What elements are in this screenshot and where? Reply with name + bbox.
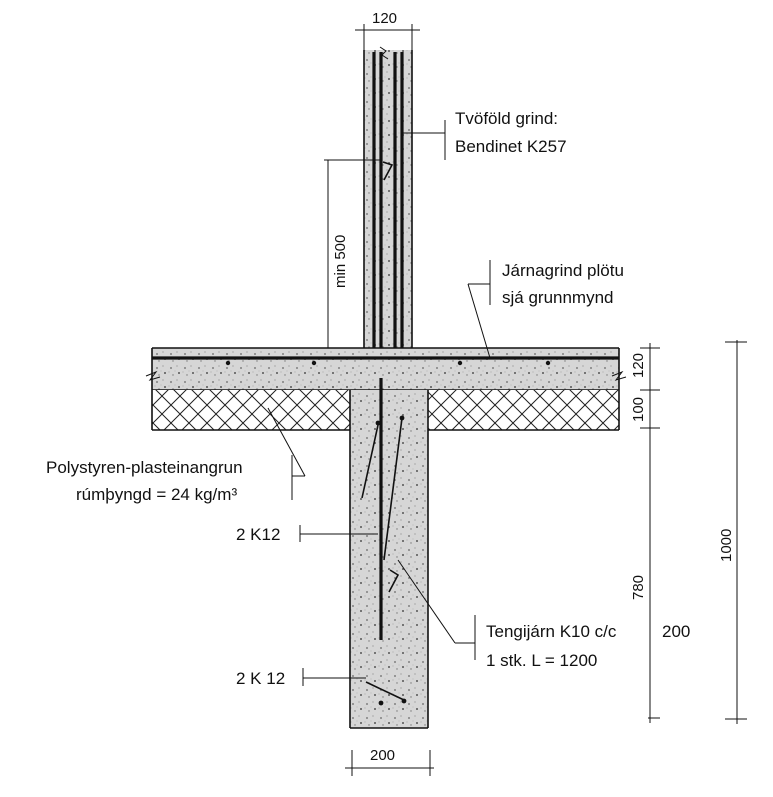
dim-slab: 120	[630, 353, 647, 378]
leader-double-mesh: Tvöföld grind: Bendinet K257	[403, 109, 567, 160]
dim-insulation: 100	[630, 397, 647, 422]
leader-insulation: Polystyren-plasteinangrun rúmþyngd = 24 …	[46, 407, 306, 504]
leader-bars-top: 2 K12	[236, 525, 378, 544]
break-mark	[379, 46, 389, 60]
label-double-mesh-2: Bendinet K257	[455, 137, 567, 156]
leader-slab-mesh: Járnagrind plötu sjá grunnmynd	[467, 260, 624, 359]
dim-total-depth: 1000	[718, 529, 735, 562]
insulation	[151, 390, 620, 431]
dim-footing-width: 200	[370, 747, 395, 764]
label-insulation-1: Polystyren-plasteinangrun	[46, 458, 243, 477]
label-double-mesh-1: Tvöföld grind:	[455, 109, 558, 128]
dimension-footing-width: 200	[345, 747, 434, 776]
dim-min-lap: min 500	[332, 235, 349, 288]
label-slab-mesh-1: Járnagrind plötu	[502, 261, 624, 280]
dim-wall-width: 120	[372, 10, 397, 27]
label-bars-top: 2 K12	[236, 525, 280, 544]
label-tie-bars-1: Tengijárn K10 c/c	[486, 622, 617, 641]
break-mark-right	[611, 370, 627, 381]
dim-footing-bottom: 200	[662, 622, 690, 641]
label-insulation-2: rúmþyngd = 24 kg/m³	[76, 485, 237, 504]
label-bars-bottom: 2 K 12	[236, 669, 285, 688]
label-slab-mesh-2: sjá grunnmynd	[502, 288, 614, 307]
break-mark-left	[145, 370, 161, 381]
dim-footing-depth: 780	[630, 575, 647, 600]
dimension-wall-width: 120	[355, 10, 420, 52]
dimension-min-lap: min 500	[324, 159, 381, 348]
floor-slab	[145, 347, 627, 391]
dimension-total-depth: 1000	[718, 340, 747, 724]
footing	[349, 378, 429, 729]
leader-bars-bottom: 2 K 12	[236, 668, 366, 688]
wall	[363, 46, 413, 378]
dimension-slab-insulation: 120 100 780 200	[630, 343, 690, 723]
leader-tie-bars: Tengijárn K10 c/c 1 stk. L = 1200	[397, 559, 617, 670]
label-tie-bars-2: 1 stk. L = 1200	[486, 651, 597, 670]
